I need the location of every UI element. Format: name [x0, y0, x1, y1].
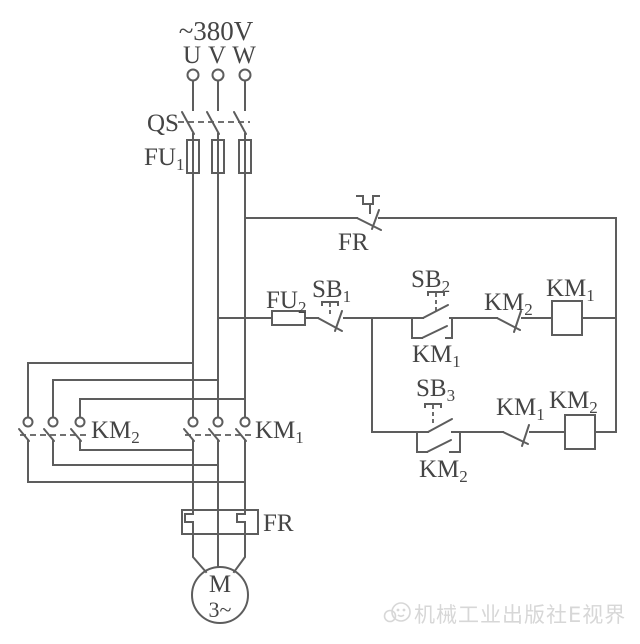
- sb1-nc-tick: [334, 310, 343, 332]
- wire-phase-w: [232, 80, 246, 574]
- km2-crossover-wires: [27, 362, 246, 483]
- km2-aux-bracket: [416, 431, 461, 453]
- sb1-blade: [317, 317, 343, 332]
- km2-main-label: KM2: [91, 417, 140, 447]
- km1-contact-terminal-1: [187, 416, 199, 428]
- km1-coil: KM1: [546, 275, 595, 336]
- km2-coil-box: [564, 414, 596, 450]
- sb1-button-cap: [321, 301, 339, 306]
- motor-type: 3~: [209, 597, 232, 622]
- supply-voltage-label: ~380V: [179, 16, 254, 46]
- power-supply: ~380V U V W: [179, 16, 256, 82]
- control-rung-2: SB3 KM2 KM1 KM2: [371, 375, 617, 486]
- qs-disconnector: QS: [147, 110, 250, 137]
- wire-phase-u: [184, 80, 208, 574]
- km1-interlock-contact: KM1: [496, 394, 545, 447]
- km2-nc-label: KM2: [484, 289, 533, 319]
- km1-aux-bracket: [411, 317, 453, 339]
- fu2-label: FU2: [266, 287, 306, 317]
- qs-blade-u: [181, 111, 195, 135]
- sb3-label: SB3: [416, 375, 455, 405]
- km2-holding-contact: KM2: [416, 431, 468, 486]
- km1-holding-contact: KM1: [411, 317, 461, 371]
- motor: M 3~: [191, 566, 249, 624]
- km2-contact-terminal-2: [47, 416, 59, 428]
- km1-aux-label: KM1: [412, 341, 461, 371]
- fr-nc-tick: [371, 209, 380, 230]
- fu2-body: [271, 310, 306, 326]
- km2-main-contacts: KM2: [18, 362, 246, 483]
- km2-contact-terminal-3: [74, 416, 86, 428]
- watermark-text: 机械工业出版社E视界: [414, 603, 626, 627]
- sb2-start-button: SB2: [411, 266, 450, 319]
- sb3-start-button: SB3: [416, 375, 455, 433]
- watermark: 机械工业出版社E视界: [383, 602, 626, 627]
- sb1-stop-button: SB1: [312, 276, 351, 332]
- phase-u-label: U: [183, 42, 201, 69]
- fr-thermal-symbol: [356, 195, 380, 214]
- sb2-button-cap: [427, 291, 445, 296]
- control-rung-1: FU2 SB1 SB2 KM1 KM2 KM1: [218, 266, 617, 433]
- phase-w-label: W: [232, 42, 256, 69]
- km1-contact-terminal-2: [212, 416, 224, 428]
- fuse-body-w: [238, 139, 252, 174]
- terminal-v: [211, 68, 225, 82]
- km2-contact-terminal-1: [22, 416, 34, 428]
- sb3-button-cap: [424, 403, 442, 408]
- km1-coil-label: KM1: [546, 275, 595, 305]
- km2-coil: KM2: [549, 387, 598, 450]
- terminal-u: [186, 68, 200, 82]
- km2-coil-label: KM2: [549, 387, 598, 417]
- phase-v-label: V: [208, 42, 226, 69]
- km2-nc-tick: [513, 310, 522, 333]
- km2-aux-blade: [426, 439, 452, 453]
- motor-circle: [191, 566, 249, 624]
- motor-letter: M: [209, 571, 231, 598]
- fuse-body-u: [186, 139, 200, 174]
- km1-contact-terminal-3: [239, 416, 251, 428]
- fu1-fuses: FU1: [144, 139, 252, 174]
- rung1-wire: [218, 317, 617, 433]
- fr-nc-contact: FR: [244, 195, 617, 433]
- fuse-body-v: [211, 139, 225, 174]
- fr-heater-label: FR: [263, 510, 294, 537]
- qs-blade-w: [233, 111, 247, 135]
- km1-nc-label: KM1: [496, 394, 545, 424]
- control-feed-wire: [244, 217, 617, 433]
- km1-aux-blade: [421, 325, 448, 339]
- km1-main-label: KM1: [255, 417, 304, 447]
- qs-label: QS: [147, 110, 179, 137]
- sb3-blade: [427, 418, 453, 433]
- terminal-w: [238, 68, 252, 82]
- fr-heater-box: [181, 509, 259, 535]
- km1-main-contacts: KM1: [183, 416, 304, 447]
- qs-blade-v: [206, 111, 220, 135]
- fr-blade: [356, 217, 382, 231]
- km2-aux-label: KM2: [419, 456, 468, 486]
- sb2-label: SB2: [411, 266, 450, 296]
- fr-contact-label: FR: [338, 229, 369, 256]
- km1-coil-box: [551, 300, 583, 336]
- watermark-face-logo-icon: [383, 602, 411, 623]
- phase-wires: [184, 80, 246, 574]
- km2-interlock-contact: KM2: [484, 289, 533, 333]
- sb1-label: SB1: [312, 276, 351, 306]
- sb2-blade: [422, 304, 449, 319]
- km1-nc-tick: [521, 424, 530, 447]
- fr-heater-block: FR: [181, 509, 294, 537]
- fu1-label: FU1: [144, 144, 184, 174]
